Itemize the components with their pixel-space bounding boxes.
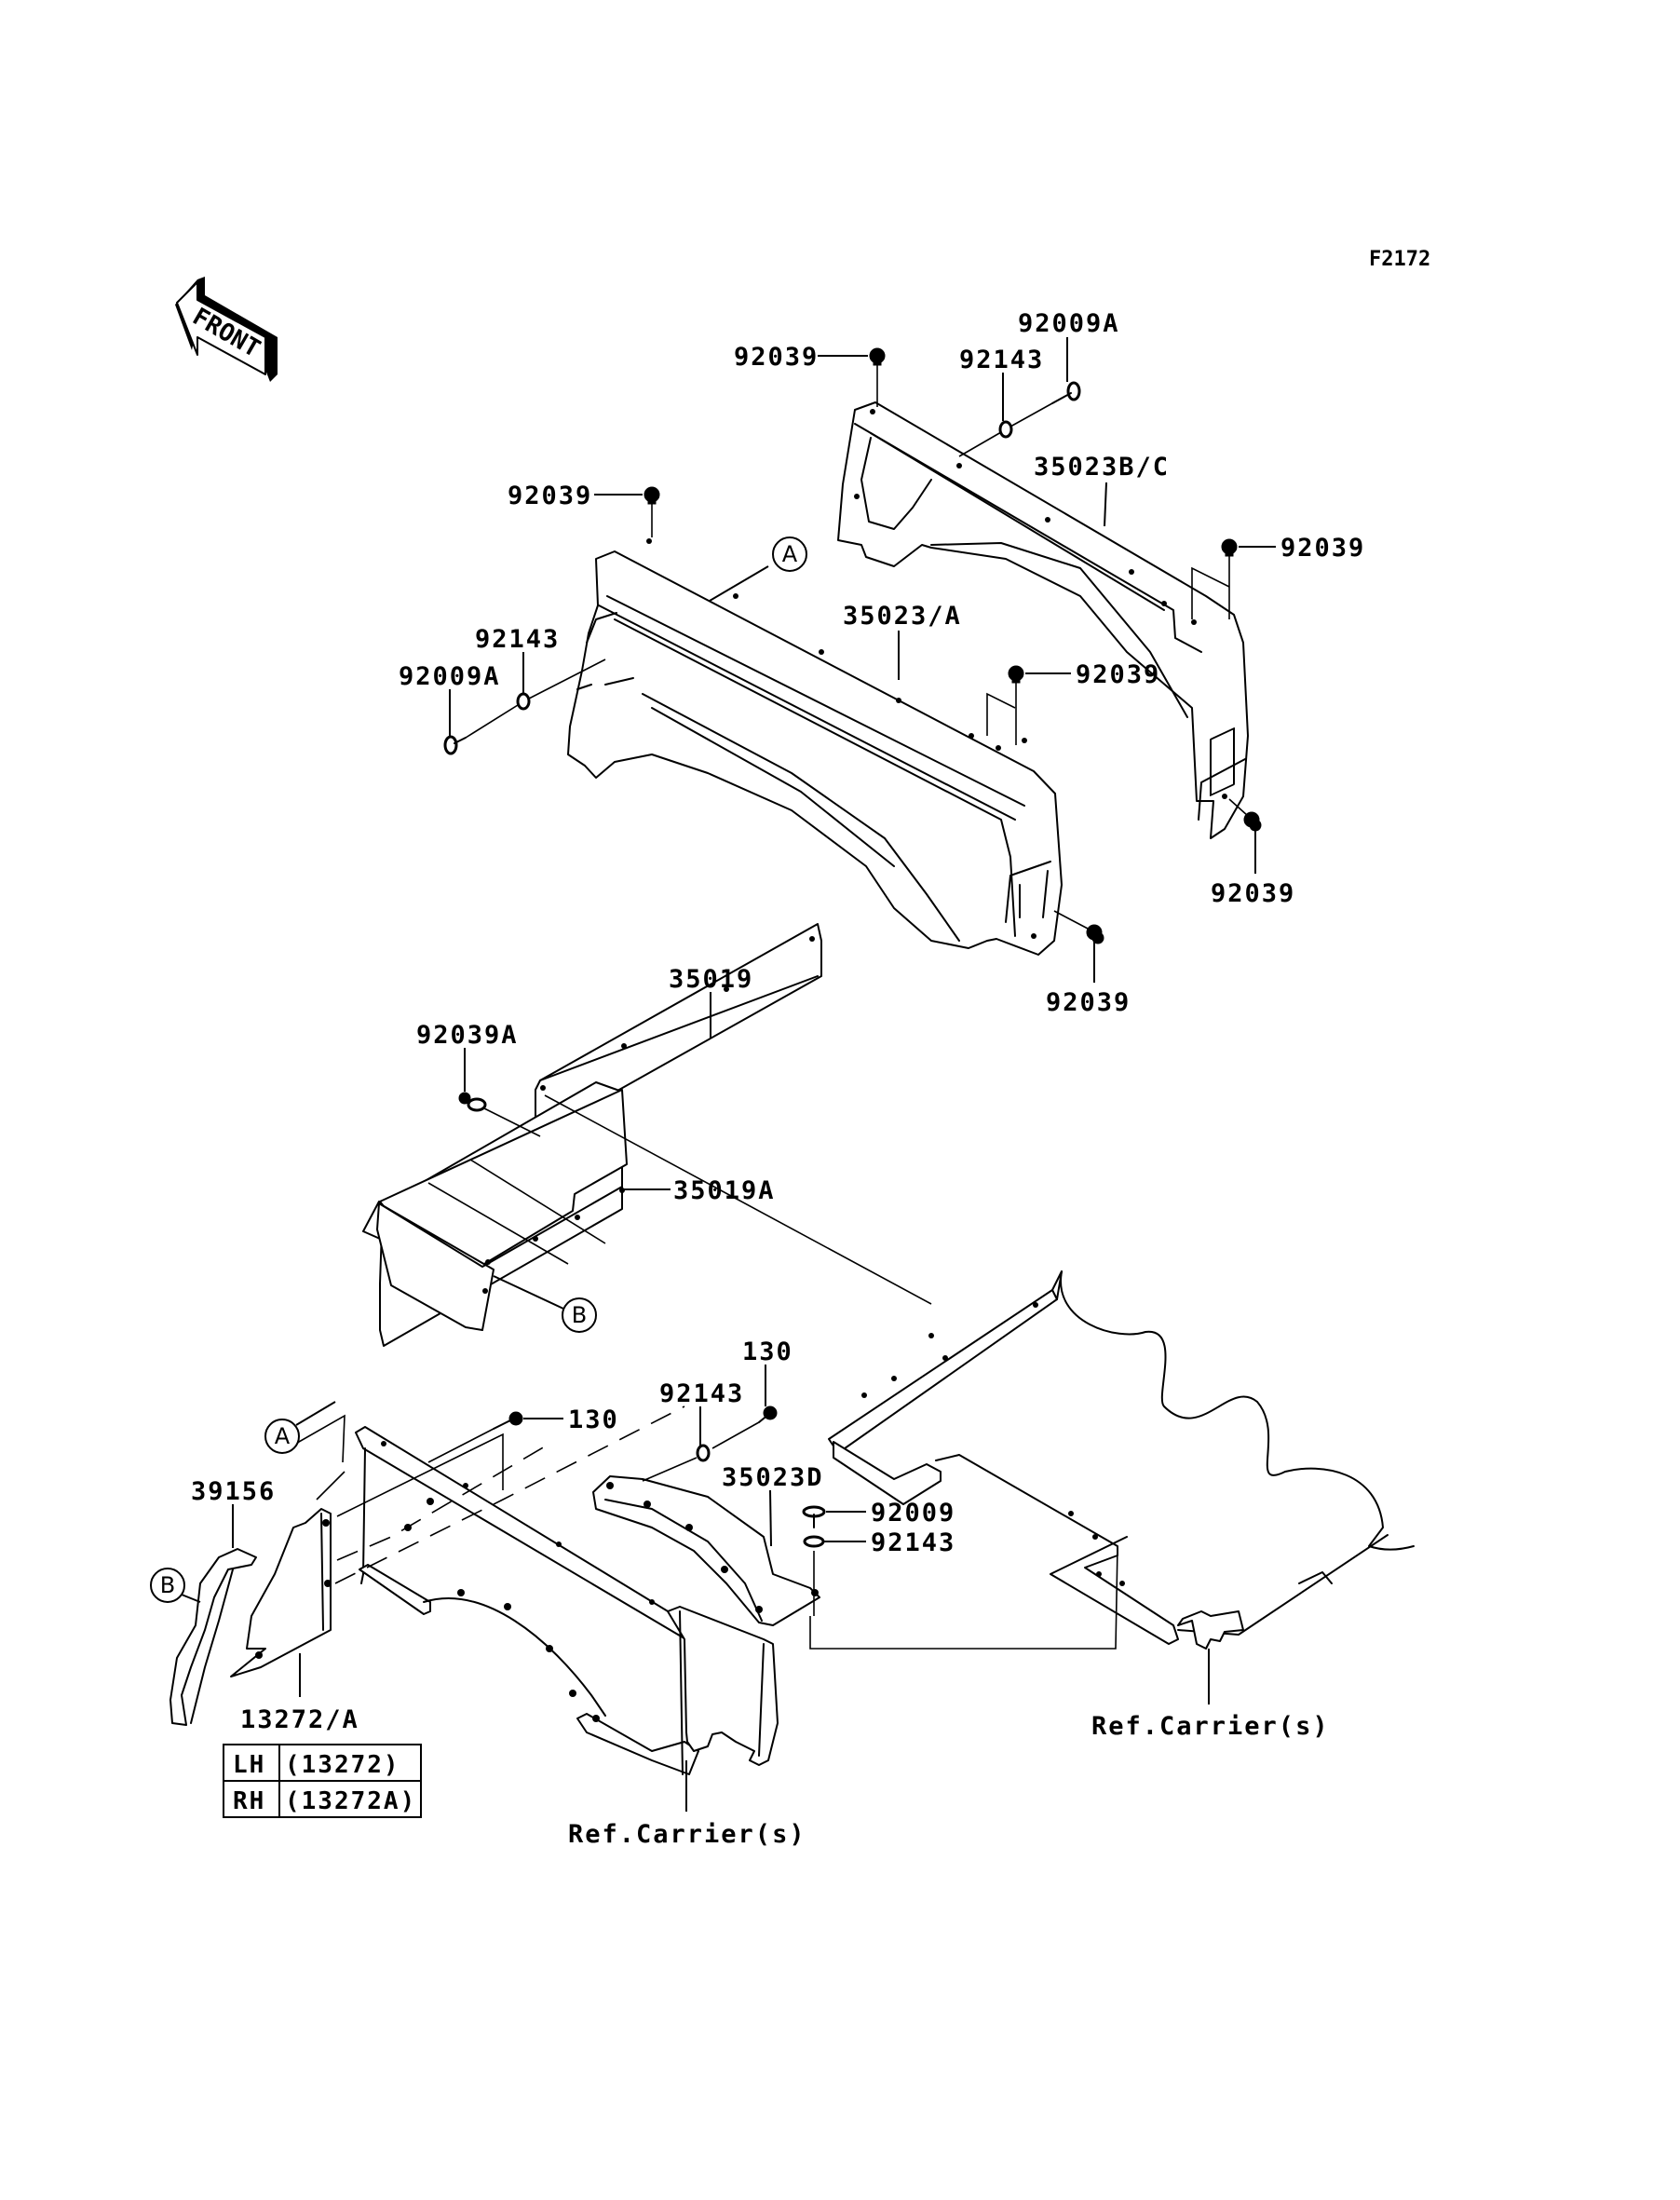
bolt-92039-icon [644,486,660,505]
side-table: LH (13272) RH (13272A) [223,1744,422,1818]
washer-92143-icon [696,1444,711,1462]
label-92039: 92039 [1211,879,1295,908]
callout-a [772,536,807,572]
table-part-lh: (13272) [285,1751,400,1779]
table-side-rh: RH [233,1787,265,1815]
label-130: 130 [742,1338,793,1366]
bolt-92039-icon [1008,665,1024,684]
label-92143: 92143 [659,1379,744,1408]
label-92039: 92039 [508,482,592,510]
label-92039: 92039 [734,343,819,372]
cover-35019a [362,1081,628,1347]
label-35019a: 35019A [673,1176,776,1205]
label-92143: 92143 [475,625,560,654]
callout-a [264,1419,300,1454]
label-92009a: 92009A [399,662,501,691]
label-92039: 92039 [1046,988,1131,1017]
label-35023a: 35023/A [843,602,962,631]
bolt-130-icon [493,1411,523,1430]
callout-b-text: B [572,1302,587,1328]
bolt-130-icon [758,1406,778,1423]
label-13272a: 13272/A [240,1705,359,1734]
front-arrow-icon: FRONT [175,277,278,382]
label-92009: 92009 [871,1499,955,1528]
label-92143: 92143 [959,346,1044,374]
bolt-92039a-icon [458,1092,487,1112]
label-130: 130 [568,1406,619,1434]
callout-b [150,1568,185,1603]
screw-92009a-icon [443,735,467,755]
bolt-92039-icon [869,347,886,366]
seal-39156 [169,1548,257,1726]
carrier-side-panel [355,1426,779,1775]
callout-a-text: A [782,541,798,567]
rear-fender-35023d [592,1475,820,1626]
cover-35019 [535,923,822,1132]
label-35023d: 35023D [722,1463,824,1492]
label-92039: 92039 [1280,534,1365,563]
label-35019: 35019 [669,965,753,994]
callout-b [562,1297,597,1333]
label-92039: 92039 [1076,660,1160,689]
carrier-frame [828,1270,1415,1650]
screw-92009-icon [802,1505,826,1528]
callout-b-text: B [160,1572,175,1598]
table-part-rh: (13272A) [285,1787,416,1815]
washer-92143-icon [803,1535,825,1548]
guard-13272a [230,1508,332,1677]
label-92039a: 92039A [416,1021,519,1050]
washer-92143-icon [998,420,1013,439]
label-92143: 92143 [871,1528,955,1557]
callout-a-text: A [275,1423,291,1449]
bolt-92039-icon [1086,924,1104,944]
screw-92009a-icon [1051,381,1081,404]
label-ref-carrier: Ref.Carrier(s) [568,1820,806,1849]
figure-id: F2172 [1369,248,1430,271]
fender-35023bc [837,401,1249,839]
label-39156: 39156 [191,1477,276,1506]
washer-92143-icon [516,692,531,711]
label-92009a: 92009A [1018,309,1120,338]
fender-35023a [567,538,1063,956]
bolt-92039-icon [1221,538,1238,557]
table-side-lh: LH [233,1751,265,1779]
label-ref-carrier: Ref.Carrier(s) [1091,1712,1330,1741]
label-35023bc: 35023B/C [1034,453,1170,482]
